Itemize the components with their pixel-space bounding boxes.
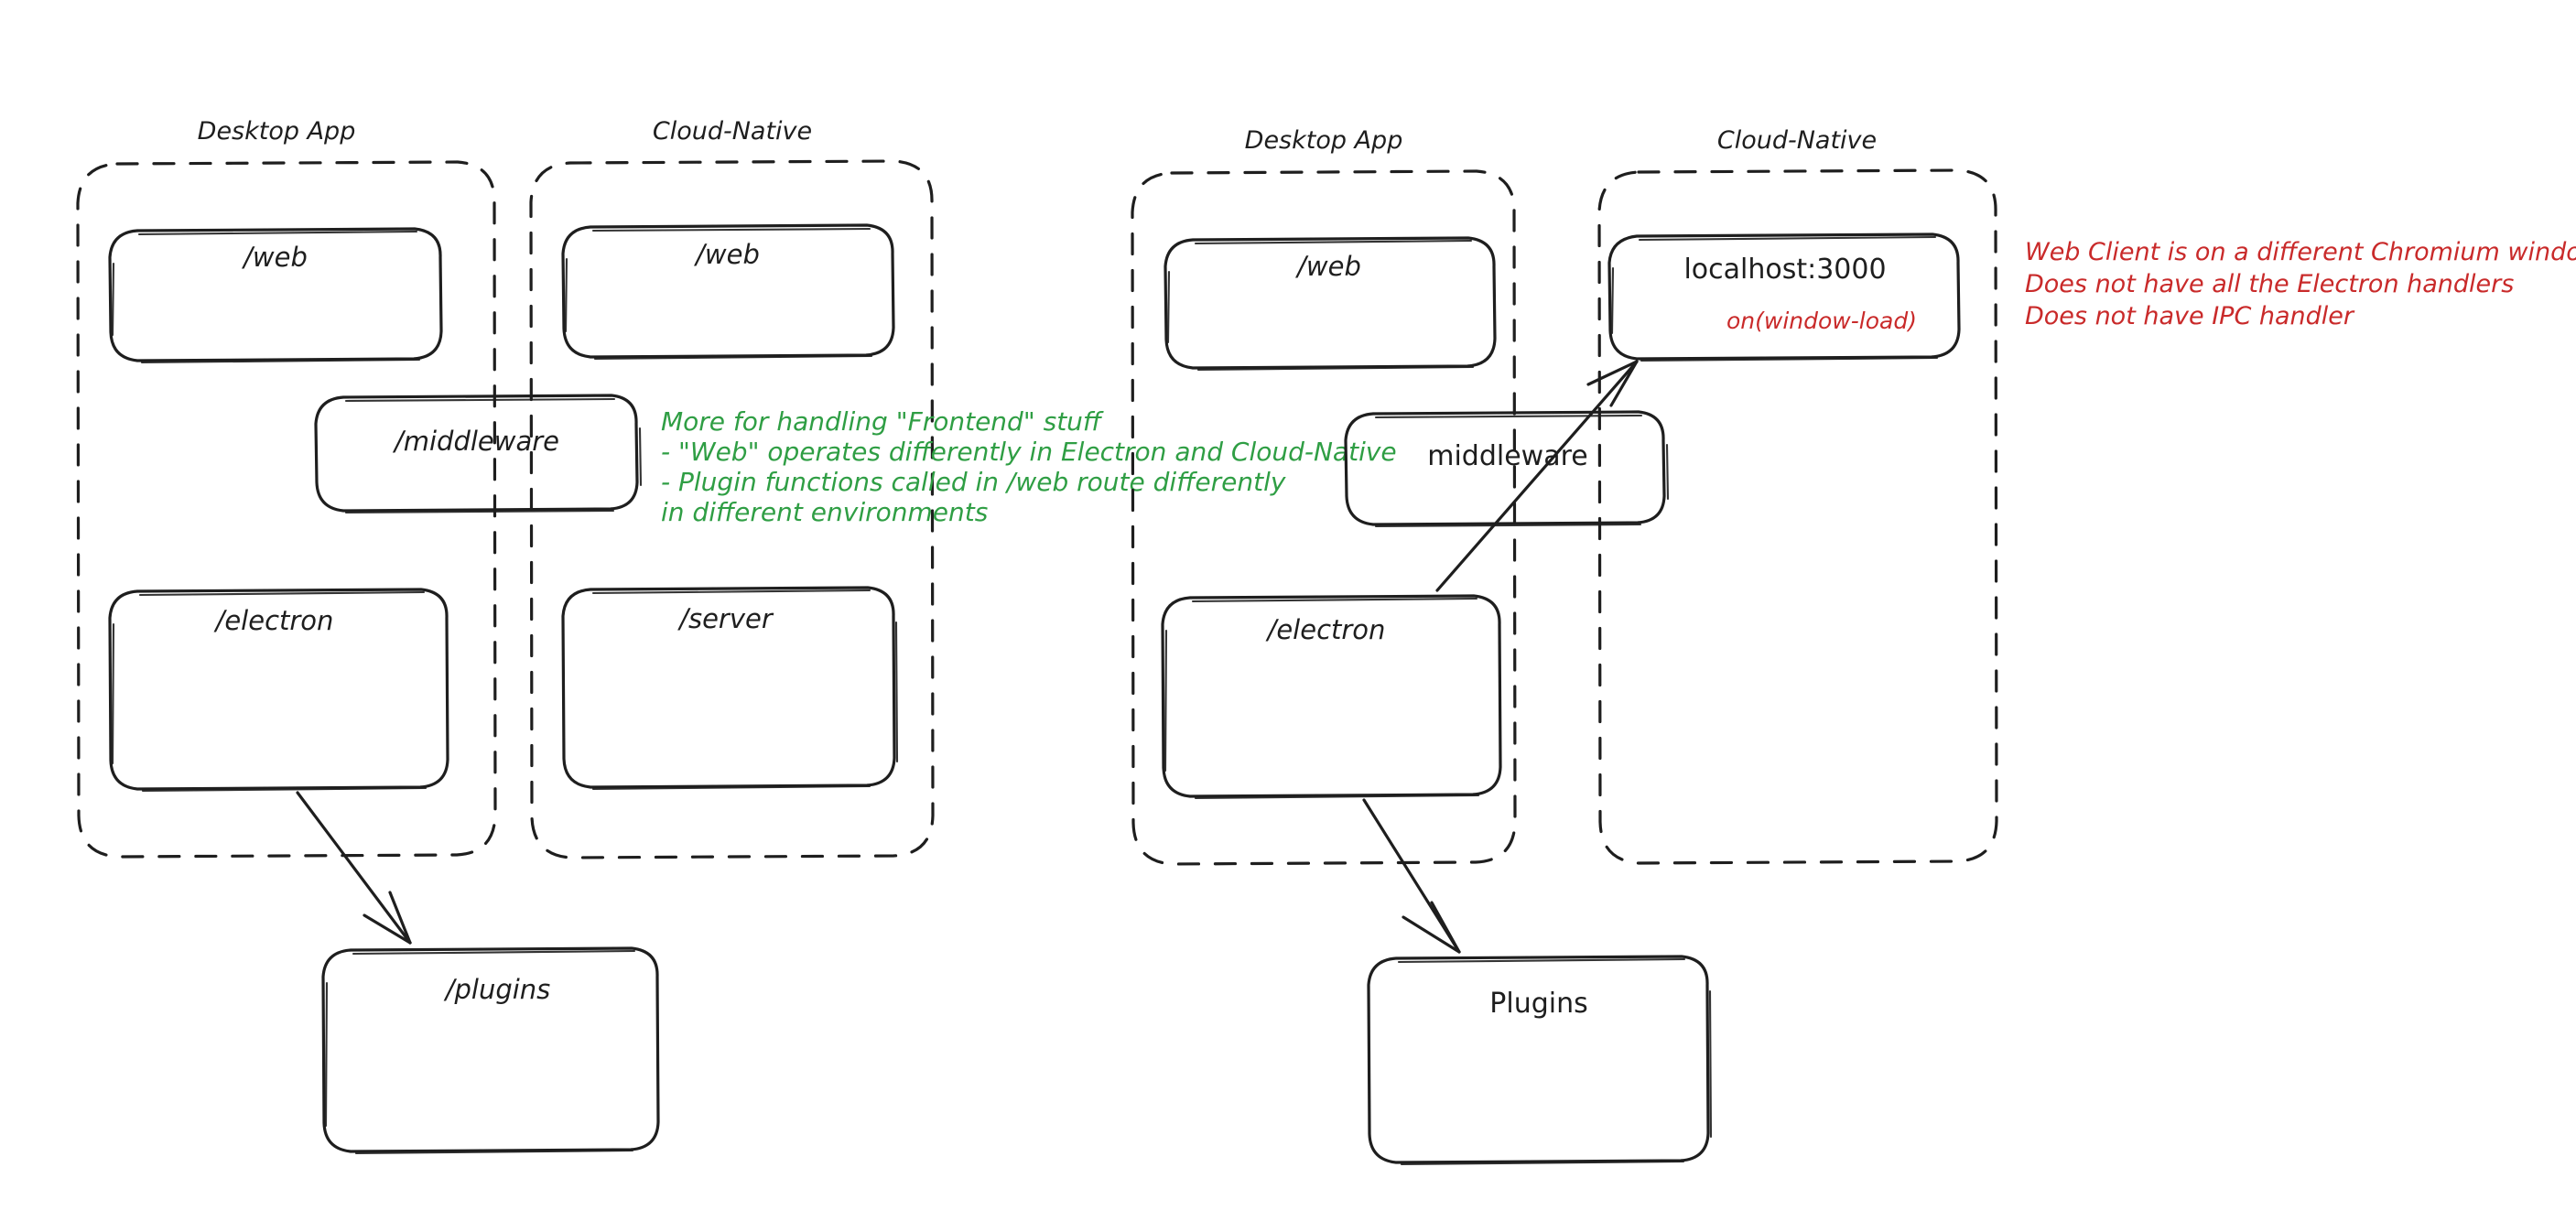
- group-left-cloud-native-border: [529, 159, 935, 859]
- arrow-right-electron-to-localhost-head-b: [1609, 360, 1639, 407]
- node-left-server-label: /server: [676, 603, 774, 634]
- node-right-plugins[interactable]: Plugins: [1367, 955, 1713, 1166]
- note-red: Web Client is on a different Chromium wi…: [2025, 238, 2576, 330]
- node-left-web-desktop[interactable]: /web: [108, 227, 443, 364]
- node-right-middleware[interactable]: middleware: [1344, 410, 1670, 528]
- node-right-electron[interactable]: /electron: [1161, 594, 1502, 800]
- arrow-left-electron-to-plugins: [296, 791, 412, 945]
- group-left-cloud-native: Cloud-Native: [529, 117, 935, 859]
- note-green-line-2: - "Web" operates differently in Electron…: [661, 437, 1397, 467]
- node-right-web-desktop[interactable]: /web: [1164, 236, 1497, 372]
- arrow-left-electron-to-plugins-head-a: [363, 913, 412, 945]
- node-left-electron-label: /electron: [213, 605, 334, 636]
- node-left-plugins-sketch-overlay: [324, 949, 636, 1155]
- arrow-right-electron-to-plugins: [1362, 798, 1461, 954]
- arrow-left-electron-to-plugins-shaft: [296, 791, 412, 945]
- note-red-line-1: Web Client is on a different Chromium wi…: [2025, 238, 2576, 266]
- note-green: More for handling "Frontend" stuff - "We…: [661, 406, 1397, 527]
- node-left-server[interactable]: /server: [561, 586, 899, 791]
- group-left-cloud-native-title: Cloud-Native: [653, 117, 812, 146]
- node-left-electron[interactable]: /electron: [108, 588, 449, 793]
- node-left-middleware-label: /middleware: [392, 426, 559, 457]
- node-right-localhost-border: [1607, 232, 1961, 361]
- group-left-desktop-app-title: Desktop App: [198, 117, 356, 146]
- node-left-electron-border: [108, 588, 449, 791]
- node-left-web-desktop-label: /web: [241, 242, 308, 273]
- node-left-server-sketch-overlay: [591, 589, 899, 791]
- arrow-right-electron-to-localhost: [1435, 360, 1639, 592]
- node-right-middleware-border: [1344, 410, 1666, 526]
- node-left-web-cloud-border: [561, 223, 895, 359]
- node-left-web-desktop-border: [108, 227, 443, 362]
- arrow-right-electron-to-plugins-shaft: [1362, 798, 1461, 954]
- node-left-web-cloud-label: /web: [693, 239, 760, 270]
- node-right-middleware-sketch-overlay: [1374, 414, 1670, 528]
- arrow-right-electron-to-localhost-head-a: [1586, 360, 1639, 386]
- node-right-localhost-label: localhost:3000: [1683, 254, 1886, 286]
- group-left-desktop-app-border: [76, 160, 497, 859]
- arrow-right-electron-to-plugins-head-b: [1430, 901, 1461, 954]
- note-green-line-3: - Plugin functions called in /web route …: [661, 467, 1286, 497]
- node-right-localhost-sublabel: on(window-load): [1726, 308, 1917, 334]
- node-right-web-desktop-border: [1164, 236, 1497, 370]
- note-red-line-2: Does not have all the Electron handlers: [2025, 270, 2514, 298]
- node-right-plugins-sketch-overlay: [1397, 957, 1713, 1166]
- group-right-desktop-app-title: Desktop App: [1245, 126, 1403, 155]
- group-right-cloud-native-border: [1597, 168, 1998, 865]
- node-left-electron-sketch-overlay: [111, 590, 428, 793]
- node-left-middleware-border: [314, 394, 639, 513]
- node-right-web-desktop-label: /web: [1294, 251, 1361, 282]
- arrow-left-electron-to-plugins-head-b: [388, 891, 412, 945]
- node-right-electron-border: [1161, 594, 1502, 798]
- node-left-plugins[interactable]: /plugins: [321, 946, 660, 1155]
- node-right-electron-sketch-overlay: [1164, 597, 1480, 800]
- group-right-desktop-app-border: [1131, 169, 1517, 866]
- node-right-plugins-label: Plugins: [1489, 988, 1587, 1020]
- node-right-electron-label: /electron: [1265, 614, 1386, 645]
- group-right-cloud-native-title: Cloud-Native: [1717, 126, 1877, 155]
- node-left-middleware-sketch-overlay: [344, 397, 643, 514]
- note-red-line-3: Does not have IPC handler: [2025, 302, 2355, 330]
- node-left-middleware[interactable]: /middleware: [314, 394, 643, 514]
- node-left-web-cloud[interactable]: /web: [561, 223, 895, 361]
- group-left-desktop-app: Desktop App: [76, 117, 497, 859]
- arrow-right-electron-to-localhost-shaft: [1435, 360, 1639, 592]
- node-right-middleware-label: middleware: [1427, 440, 1588, 472]
- node-right-localhost[interactable]: localhost:3000 on(window-load): [1607, 232, 1961, 362]
- note-green-line-4: in different environments: [661, 497, 988, 527]
- node-left-web-cloud-sketch-overlay: [564, 227, 873, 361]
- node-left-web-desktop-sketch-overlay: [111, 230, 421, 364]
- node-right-web-desktop-sketch-overlay: [1166, 239, 1475, 372]
- node-left-plugins-label: /plugins: [443, 974, 551, 1005]
- node-right-localhost-sketch-overlay: [1610, 235, 1939, 362]
- note-green-line-1: More for handling "Frontend" stuff: [661, 406, 1104, 437]
- arrow-right-electron-to-plugins-head-a: [1402, 915, 1461, 954]
- group-right-desktop-app: Desktop App: [1131, 126, 1517, 866]
- group-right-cloud-native: Cloud-Native: [1597, 126, 1998, 865]
